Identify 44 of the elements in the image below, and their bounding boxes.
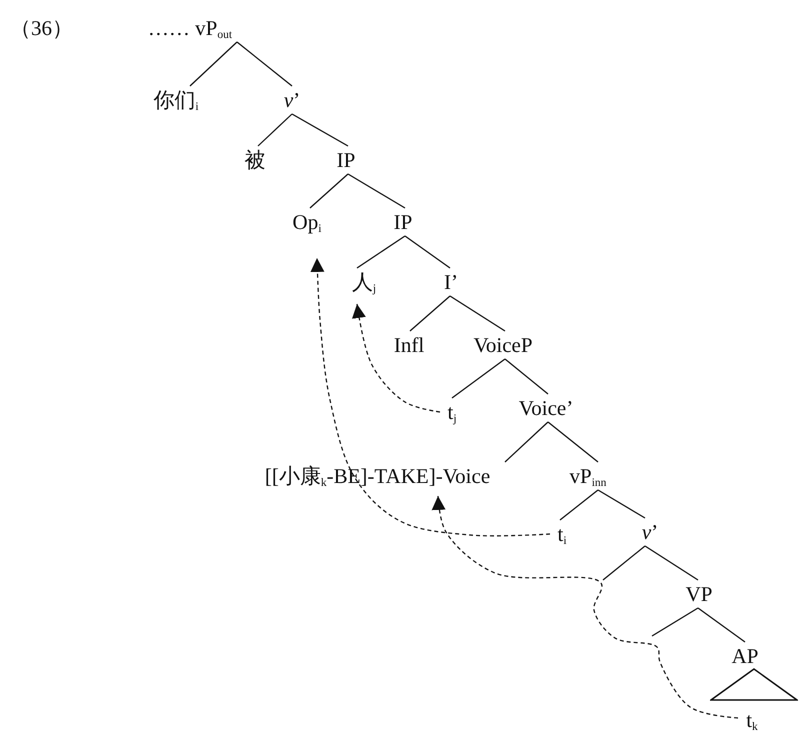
tree-branch: [548, 422, 598, 462]
tree-branch: [504, 422, 548, 462]
tree-branch: [236, 42, 292, 86]
node-label: Infl: [392, 332, 426, 359]
tree-branch: [190, 42, 238, 86]
tree-branch: [404, 236, 450, 268]
tree-branch: [450, 296, 506, 332]
node-label: 被: [244, 147, 266, 174]
node-label: VP: [684, 581, 714, 608]
tree-branch: [310, 174, 348, 208]
node-label: 人$_{j}$: [350, 269, 378, 297]
tree-branch: [356, 236, 406, 268]
node-label: v’: [640, 519, 660, 546]
tree-branch: [504, 358, 548, 394]
node-label: t$_{j}$: [446, 399, 458, 427]
tree-branch: [644, 546, 698, 580]
node-label: AP: [730, 643, 760, 670]
movement-arrow: [352, 304, 440, 413]
tree-branch: [598, 489, 646, 519]
node-label: IP: [392, 209, 414, 236]
node-label: t$_{k}$: [745, 707, 759, 731]
tree-branch: [348, 173, 406, 209]
node-label: IP: [336, 147, 356, 174]
tree-branch: [560, 490, 598, 520]
example-number: （36）: [10, 15, 73, 42]
tree-branch: [652, 607, 698, 637]
node-label: I’: [443, 269, 459, 296]
node-label: Op$_{i}$: [292, 209, 322, 237]
node-label: VoiceP: [472, 332, 534, 359]
movement-arrow: [432, 496, 738, 719]
tree-branch: [292, 113, 348, 147]
movement-arrow: [310, 258, 550, 536]
tree-branch: [698, 608, 746, 642]
tree-branch: [602, 546, 646, 580]
node-label: t$_{i}$: [556, 521, 568, 549]
node-label: [[小康$_{k}$-BE]-TAKE]-Voice: [264, 463, 492, 491]
tree-branch: [410, 296, 450, 332]
tree-branch: [258, 114, 292, 146]
node-label: v’: [282, 87, 302, 114]
node-label: Voice’: [518, 395, 574, 422]
node-label: 你们$_{i}$: [152, 87, 200, 115]
node-label: vP$_{inn}$: [568, 463, 608, 491]
node-label: …… vP$_{out}$: [146, 15, 234, 43]
tree-branch: [452, 358, 506, 398]
